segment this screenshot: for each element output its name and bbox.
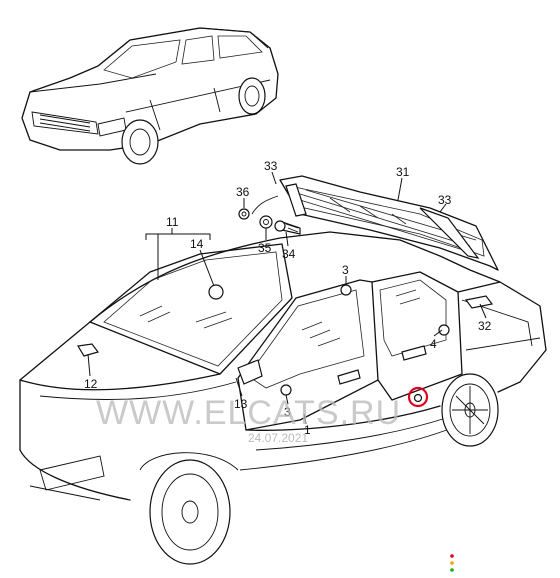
- callout-35[interactable]: 35: [258, 241, 272, 255]
- main-car-parts: [77, 284, 494, 403]
- reference-car: [21, 27, 279, 165]
- callout-32[interactable]: 32: [478, 319, 492, 333]
- callout-12[interactable]: 12: [84, 377, 98, 391]
- callout-31[interactable]: 31: [396, 165, 410, 179]
- highlight-circle: [407, 386, 429, 408]
- callout-1[interactable]: 1: [304, 423, 311, 437]
- watermark-site: WWW.ELCATS.RU: [96, 394, 401, 432]
- callout-11[interactable]: 11: [166, 215, 179, 229]
- status-dots: [450, 554, 454, 572]
- callout-13[interactable]: 13: [234, 397, 248, 411]
- callout-34[interactable]: 34: [282, 247, 296, 261]
- callout-labels: 11 14 33 31 33 36 35 34 3 32 4 12 13 3 1: [84, 159, 492, 437]
- red-dot: [450, 554, 454, 558]
- callout-4[interactable]: 4: [430, 337, 437, 351]
- callout-14[interactable]: 14: [190, 237, 204, 251]
- green-dot: [450, 568, 454, 572]
- orange-dot: [450, 561, 454, 565]
- rear-window: [279, 175, 499, 271]
- callout-33-left[interactable]: 33: [264, 159, 278, 173]
- watermark-date: 24.07.2021: [248, 431, 308, 445]
- callout-3-upper[interactable]: 3: [342, 263, 349, 277]
- callout-3-lower[interactable]: 3: [284, 405, 291, 419]
- hardware-parts: [238, 195, 301, 235]
- callout-33-right[interactable]: 33: [438, 193, 452, 207]
- leader-lines: [87, 171, 487, 425]
- main-car: [19, 231, 547, 565]
- callout-36[interactable]: 36: [236, 185, 250, 199]
